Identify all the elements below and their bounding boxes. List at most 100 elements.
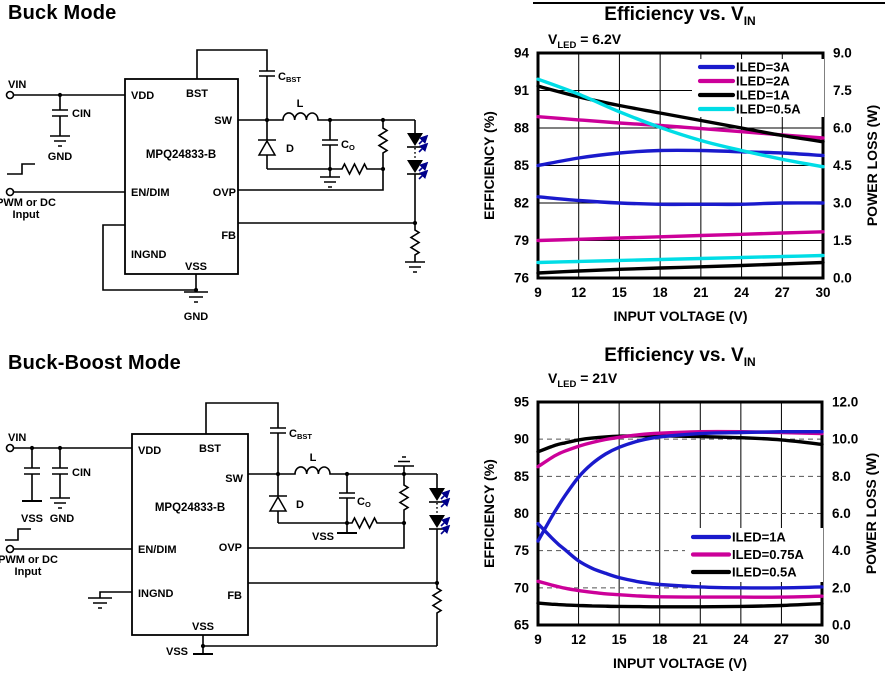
y-right-tick-label: 4.5 [833,158,852,173]
series-ILED=3A efficiency [536,148,825,168]
ground-icon [184,291,208,303]
svg-text:GND: GND [50,513,75,525]
buck-mode-title: Buck Mode [8,2,117,24]
x-axis-label: INPUT VOLTAGE (V) [613,308,747,324]
series-ILED=0.5A power loss [536,601,824,609]
pwm-input: PWM or DC Input [0,528,132,578]
led-arrow-icon [418,169,429,180]
svg-text:L: L [310,452,317,464]
y-left-tick-label: 95 [514,395,530,410]
y-left-axis-label: EFFICIENCY (%) [481,459,497,568]
series-ILED=0.5A efficiency [536,77,825,169]
ground-icon [50,135,70,147]
svg-text:VSS: VSS [166,646,188,658]
series-ILED=0.5A power loss [536,253,825,265]
svg-text:VIN: VIN [8,432,26,444]
inductor: L [248,452,437,477]
co-capacitor: CO VSS [312,474,371,543]
ovp-divider-resistor [238,120,389,191]
y-left-tick-label: 91 [514,83,530,98]
svg-text:SW: SW [214,115,232,127]
svg-text:L: L [297,98,304,110]
svg-text:CO: CO [341,139,355,152]
svg-text:Input: Input [15,566,42,578]
buck-boost-mode-title: Buck-Boost Mode [8,352,181,374]
x-tick-label: 9 [534,632,542,647]
svg-text:EN/DIM: EN/DIM [138,544,177,556]
ingnd-ground [88,591,132,609]
x-tick-label: 12 [571,285,586,300]
y-right-tick-label: 7.5 [833,83,852,98]
diode-icon [268,495,288,512]
y-left-tick-label: 76 [514,271,530,286]
svg-text:D: D [286,143,294,155]
diode-icon [257,139,277,156]
svg-text:FB: FB [221,230,236,242]
chart-title: Efficiency vs. VIN [604,345,756,369]
y-right-tick-label: 6.0 [833,121,852,136]
led-string [407,120,429,223]
y-left-tick-label: 85 [514,469,530,484]
y-right-tick-label: 0.0 [833,271,852,286]
cin-capacitor: CIN GND [48,95,91,163]
inductor: L [238,98,415,123]
series-ILED=1A efficiency [536,84,825,144]
y-left-tick-label: 80 [514,506,529,521]
ground-icon [50,497,70,509]
ground-icon [320,169,340,188]
chart-subtitle: VLED = 21V [548,370,618,390]
svg-text:MPQ24833-B: MPQ24833-B [146,149,216,161]
fb-sense-resistor [248,580,443,646]
svg-text:GND: GND [48,151,73,163]
series-ILED=1A efficiency [536,429,824,543]
bottom-vss-rail: VSS [166,635,437,658]
legend-label: ILED=3A [736,60,790,75]
legend-label: ILED=0.5A [732,565,797,580]
led-icon [407,133,423,146]
y-right-tick-label: 0.0 [832,618,851,633]
svg-text:D: D [296,499,304,511]
led-arrow-icon [440,524,451,535]
buck-ic: VDD BST SW MPQ24833-B EN/DIM OVP FB INGN… [124,78,239,275]
x-tick-label: 27 [775,285,790,300]
x-tick-label: 21 [693,285,709,300]
y-right-tick-label: 8.0 [832,469,851,484]
svg-text:VSS: VSS [21,513,43,525]
series-ILED=0.5A efficiency [536,434,824,454]
led-arrow-icon [440,489,451,500]
svg-text:CO: CO [357,496,371,509]
vin-terminal: VIN [5,432,132,453]
led-icon [407,160,423,173]
legend-label: ILED=2A [736,74,790,89]
ovp-sense-resistor [267,162,386,176]
led-string [429,474,451,583]
led-arrow-icon [418,142,429,153]
series-ILED=1A power loss [536,260,825,275]
svg-text:PWM or DC: PWM or DC [0,197,56,209]
svg-text:BST: BST [199,443,221,455]
x-tick-label: 12 [571,632,586,647]
led-icon [429,515,445,528]
ground-icon [405,261,425,273]
fb-sense-resistor [238,220,425,273]
y-right-tick-label: 10.0 [832,432,858,447]
svg-text:CIN: CIN [72,467,91,479]
y-left-tick-label: 82 [514,196,529,211]
led-arrow-icon [440,497,451,508]
svg-text:VSS: VSS [185,261,207,273]
title-overline [533,2,885,4]
svg-text:PWM or DC: PWM or DC [0,554,58,566]
svg-text:GND: GND [184,311,209,323]
x-axis-label: INPUT VOLTAGE (V) [613,655,747,671]
y-left-tick-label: 88 [514,121,530,136]
pwm-input: PWM or DC Input [0,163,125,221]
legend-label: ILED=0.5A [736,102,801,117]
y-right-tick-label: 1.5 [833,233,852,248]
ovp-divider-resistor [248,474,410,549]
x-tick-label: 21 [693,632,709,647]
y-left-tick-label: 79 [514,233,529,248]
input-cap-to-vss: VSS [21,448,43,525]
